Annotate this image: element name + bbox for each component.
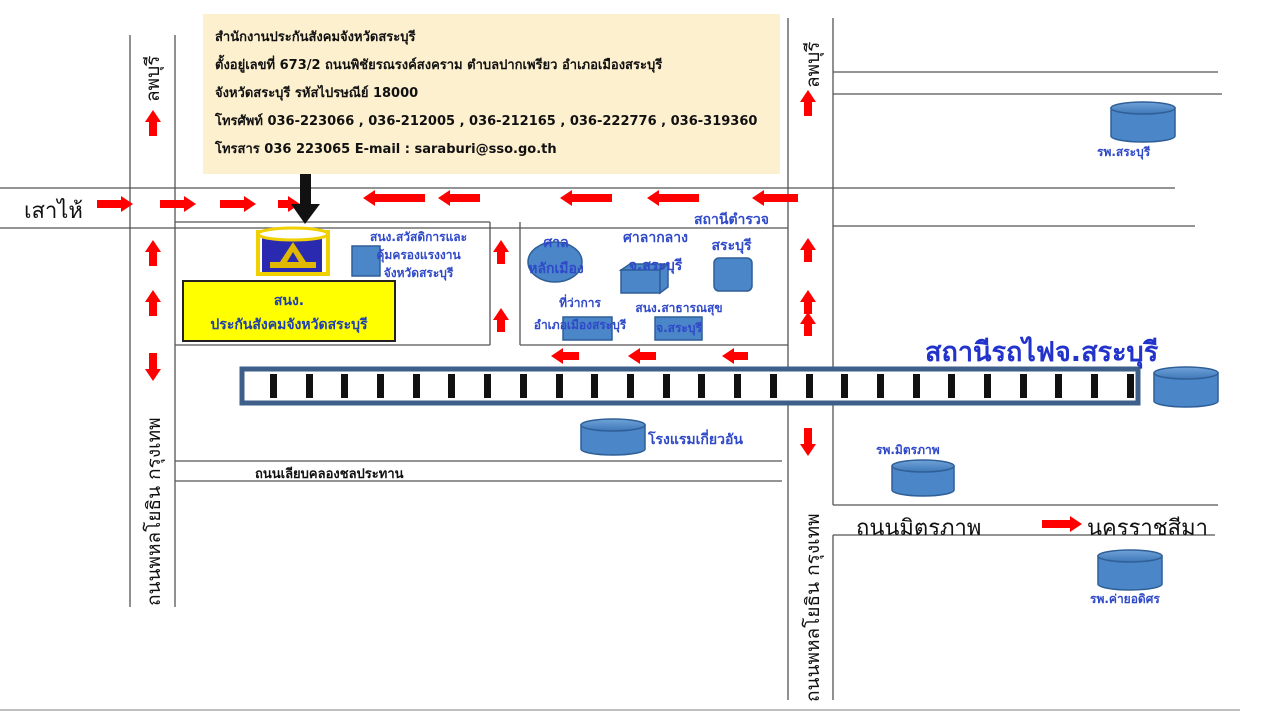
railway-tie	[877, 374, 884, 398]
direction-arrow	[220, 196, 256, 212]
office-label-box: สนง. ประกันสังคมจังหวัดสระบุรี	[182, 280, 396, 342]
direction-arrow	[800, 312, 816, 336]
office-province: จังหวัดสระบุรี รหัสไปรษณีย์ 18000	[215, 86, 419, 101]
label-welfare-office: สนง.สวัสดิการและ คุ้มครองแรงงาน จังหวัดส…	[370, 230, 468, 280]
railway-tie	[1055, 374, 1062, 398]
railway-tie	[841, 374, 848, 398]
railway-tie	[341, 374, 348, 398]
direction-arrows	[97, 90, 1082, 532]
railway-tie	[1020, 374, 1027, 398]
railway-tie	[806, 374, 813, 398]
railway-tie	[984, 374, 991, 398]
road-label-canal: ถนนเลียบคลองชลประทาน	[255, 467, 404, 482]
direction-arrow	[493, 308, 509, 332]
office-fax-email: โทรสาร 036 223065 E-mail : saraburi@sso.…	[215, 142, 557, 157]
direction-arrow	[145, 110, 161, 136]
direction-arrow	[160, 196, 196, 212]
railway-tie	[556, 374, 563, 398]
direction-arrow	[278, 196, 300, 212]
direction-arrow	[145, 353, 161, 381]
hospital-camp-icon	[1097, 549, 1163, 591]
railway-tie	[484, 374, 491, 398]
direction-arrow	[551, 348, 579, 364]
road-label-lopburi-right: ลพบุรี	[802, 41, 824, 88]
office-building-icon	[256, 226, 330, 276]
label-health-office: สนง.สาธารณสุข จ.สระบุรี	[635, 301, 723, 335]
direction-arrow	[493, 240, 509, 264]
direction-arrow	[800, 90, 816, 116]
railway-tie	[663, 374, 670, 398]
direction-arrow	[628, 348, 656, 364]
road-label-phahon-right: ถนนพหลโยธิน กรุงเทพ	[802, 513, 824, 702]
railway-tie	[520, 374, 527, 398]
office-pointer-arrow	[291, 168, 320, 224]
direction-arrow	[800, 238, 816, 262]
direction-arrow	[722, 348, 748, 364]
office-name: สำนักงานประกันสังคมจังหวัดสระบุรี	[215, 30, 416, 45]
direction-arrow	[145, 240, 161, 266]
direction-arrow	[560, 190, 612, 206]
railway-tie	[913, 374, 920, 398]
city-pillar-shrine	[527, 241, 583, 283]
road-label-sao-hai: เสาไห้	[24, 199, 83, 224]
roads	[0, 18, 1240, 711]
railway-tie	[448, 374, 455, 398]
railway-tie	[270, 374, 277, 398]
road-label-korat: นครราชสีมา	[1087, 516, 1208, 541]
office-box-subtitle: ประกันสังคมจังหวัดสระบุรี	[210, 317, 368, 333]
label-hospital-mittraphap: รพ.มิตรภาพ	[876, 443, 940, 457]
direction-arrow	[752, 190, 798, 206]
railway-tie	[413, 374, 420, 398]
landmarks	[351, 241, 753, 341]
railway-tie	[591, 374, 598, 398]
label-city-pillar: ศาล หลักเมือง	[528, 235, 584, 277]
railway-station-icon	[1153, 366, 1219, 408]
hospital-saraburi-icon	[1110, 101, 1176, 143]
railway-tie	[306, 374, 313, 398]
railway-tie	[1127, 374, 1134, 398]
office-phone: โทรศัพท์ 036-223066 , 036-212005 , 036-2…	[215, 114, 758, 129]
direction-arrow	[145, 290, 161, 316]
hospital-mittraphap-icon	[891, 459, 955, 497]
label-hospital-saraburi: รพ.สระบุรี	[1097, 145, 1151, 159]
label-police-station: สถานีตำรวจ สระบุรี	[694, 212, 769, 254]
railway-tie	[377, 374, 384, 398]
label-hotel: โรงแรมเกี่ยวอัน	[648, 432, 743, 448]
railway-tie	[734, 374, 741, 398]
direction-arrow	[1042, 516, 1082, 532]
label-district-office: ที่ว่าการ อำเภอเมืองสระบุรี	[533, 296, 627, 332]
direction-arrow	[800, 290, 816, 314]
office-address: ตั้งอยู่เลขที่ 673/2 ถนนพิชัยรณรงค์สงครา…	[215, 58, 663, 73]
police-station-building	[713, 257, 753, 292]
road-label-phahon-left: ถนนพหลโยธิน กรุงเทพ	[143, 417, 165, 606]
direction-arrow	[800, 428, 816, 456]
label-provincial-hall: ศาลากลาง จ.สระบุรี	[623, 230, 688, 274]
office-box-title: สนง.	[273, 293, 305, 309]
direction-arrow	[647, 190, 699, 206]
label-hospital-camp: รพ.ค่ายอดิศร	[1090, 592, 1160, 606]
office-info-box: สำนักงานประกันสังคมจังหวัดสระบุรี ตั้งอย…	[203, 14, 780, 174]
direction-arrow	[97, 196, 133, 212]
district-office-building	[562, 316, 613, 341]
label-railway-station: สถานีรถไฟจ.สระบุรี	[925, 337, 1159, 368]
road-label-mittraphap: ถนนมิตรภาพ	[856, 516, 982, 541]
railway-tie	[627, 374, 634, 398]
railway-tie	[948, 374, 955, 398]
railway-track	[239, 366, 1141, 406]
road-label-lopburi-left: ลพบุรี	[142, 55, 164, 102]
welfare-office-building	[351, 245, 381, 277]
railway-tie	[1091, 374, 1098, 398]
railway-tie	[698, 374, 705, 398]
cylinder-buildings	[580, 101, 1219, 591]
direction-arrow	[363, 190, 425, 206]
direction-arrow	[438, 190, 480, 206]
health-office-building	[654, 316, 703, 341]
hotel-icon	[580, 418, 646, 456]
railway-tie	[770, 374, 777, 398]
